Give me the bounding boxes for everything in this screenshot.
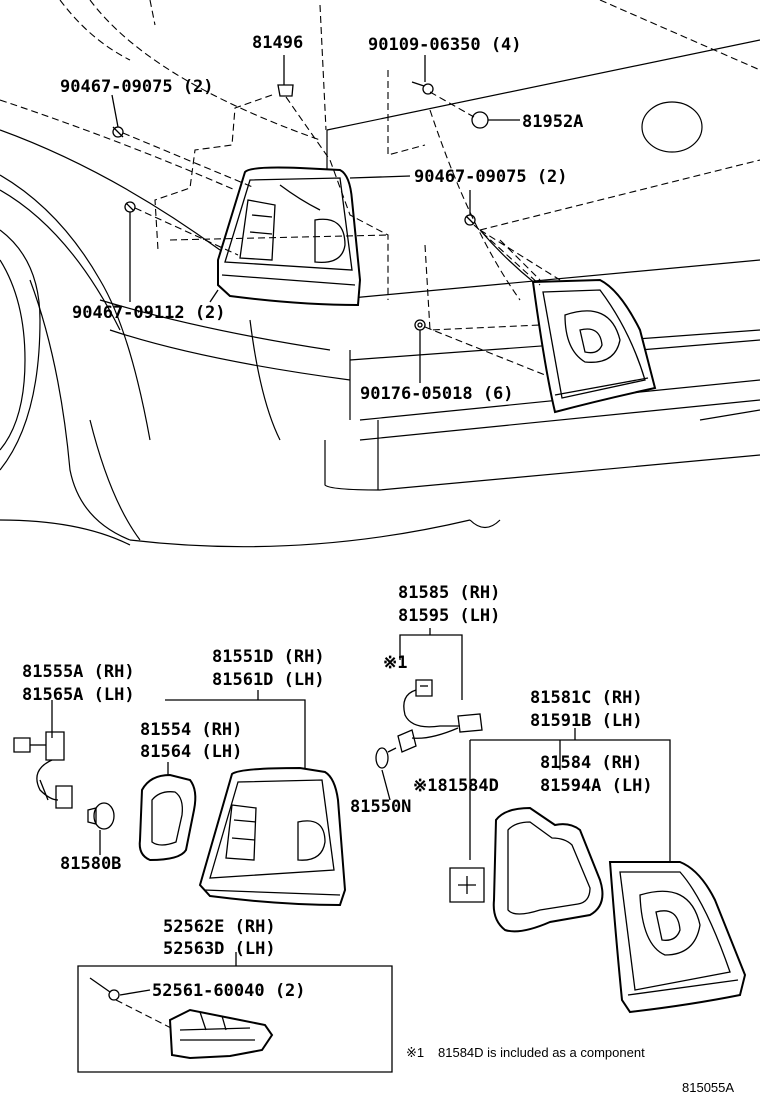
callout-labels: 81496 90109-06350 (4) 90467-09075 (2) 81… bbox=[22, 33, 734, 1095]
label-90467-09075-right: 90467-09075 (2) bbox=[414, 167, 568, 187]
back-door-lamp-body-mounted bbox=[531, 278, 657, 414]
label-81555A-rh: 81555A (RH) bbox=[22, 662, 135, 682]
nut-90176-05018-icon bbox=[414, 319, 426, 331]
label-90467-09112: 90467-09112 (2) bbox=[72, 303, 226, 323]
bracket-52562E-icon bbox=[168, 1008, 274, 1060]
screw-52561-60040-icon bbox=[89, 977, 120, 1001]
gasket-81584-icon bbox=[492, 806, 604, 933]
footnote-text: 81584D is included as a component bbox=[438, 1045, 645, 1060]
label-81595-lh: 81595 (LH) bbox=[398, 606, 500, 626]
tail-lamp-81551D-icon bbox=[198, 766, 347, 907]
label-90109-06350: 90109-06350 (4) bbox=[368, 35, 522, 55]
label-81565A-lh: 81565A (LH) bbox=[22, 685, 135, 705]
label-52562E-rh: 52562E (RH) bbox=[163, 917, 276, 937]
screw-90467-09075-right-icon bbox=[464, 214, 476, 226]
wire-harness-81555A-group bbox=[13, 700, 115, 855]
tail-lamp-body-mounted bbox=[217, 166, 362, 307]
bulb-holder-81584D-icon bbox=[449, 867, 485, 903]
gasket-81554-icon bbox=[138, 773, 197, 862]
label-81952A: 81952A bbox=[522, 112, 583, 132]
screw-90467-09075-left-icon bbox=[112, 126, 124, 138]
label-81584D: ※181584D bbox=[413, 776, 499, 796]
plug-81952A-icon bbox=[471, 111, 489, 129]
label-81581C-rh: 81581C (RH) bbox=[530, 688, 643, 708]
upper-fasteners bbox=[112, 70, 546, 376]
label-81554-rh: 81554 (RH) bbox=[140, 720, 242, 740]
bulb-81580B-icon bbox=[87, 802, 115, 830]
label-90467-09075-left: 90467-09075 (2) bbox=[60, 77, 214, 97]
label-81594A-lh: 81594A (LH) bbox=[540, 776, 653, 796]
bolt-90109-06350-icon bbox=[411, 81, 434, 95]
label-81550N: 81550N bbox=[350, 797, 411, 817]
gasket-81554-group bbox=[138, 762, 197, 862]
label-52561-60040: 52561-60040 (2) bbox=[152, 981, 306, 1001]
label-81584-rh: 81584 (RH) bbox=[540, 753, 642, 773]
label-ref-1: ※1 bbox=[383, 653, 407, 673]
clip-81496-icon bbox=[277, 70, 294, 97]
label-52563D-lh: 52563D (LH) bbox=[163, 939, 276, 959]
diagram-id: 815055A bbox=[682, 1080, 734, 1095]
socket-wire-81585-group bbox=[375, 628, 483, 801]
bracket-52562E-group bbox=[77, 952, 393, 1073]
label-81591B-lh: 81591B (LH) bbox=[530, 711, 643, 731]
back-door-lamp-81581C-group bbox=[449, 728, 747, 1014]
back-door-lamp-81581C-icon bbox=[608, 861, 747, 1014]
footnote-marker: ※1 bbox=[406, 1045, 424, 1060]
label-81551D-rh: 81551D (RH) bbox=[212, 647, 325, 667]
label-81496: 81496 bbox=[252, 33, 303, 53]
label-81580B: 81580B bbox=[60, 854, 121, 874]
label-90176-05018: 90176-05018 (6) bbox=[360, 384, 514, 404]
socket-wire-81585-icon bbox=[397, 679, 483, 753]
bulb-81550N-icon bbox=[375, 747, 397, 769]
label-81561D-lh: 81561D (LH) bbox=[212, 670, 325, 690]
label-81564-lh: 81564 (LH) bbox=[140, 742, 242, 762]
wire-harness-81555A-icon bbox=[13, 731, 73, 809]
tail-lamp-81551D-group bbox=[165, 690, 347, 907]
screw-90467-09112-icon bbox=[124, 201, 136, 213]
label-81585-rh: 81585 (RH) bbox=[398, 583, 500, 603]
upper-callout-lines bbox=[111, 55, 520, 383]
vehicle-rear-body bbox=[0, 0, 760, 548]
